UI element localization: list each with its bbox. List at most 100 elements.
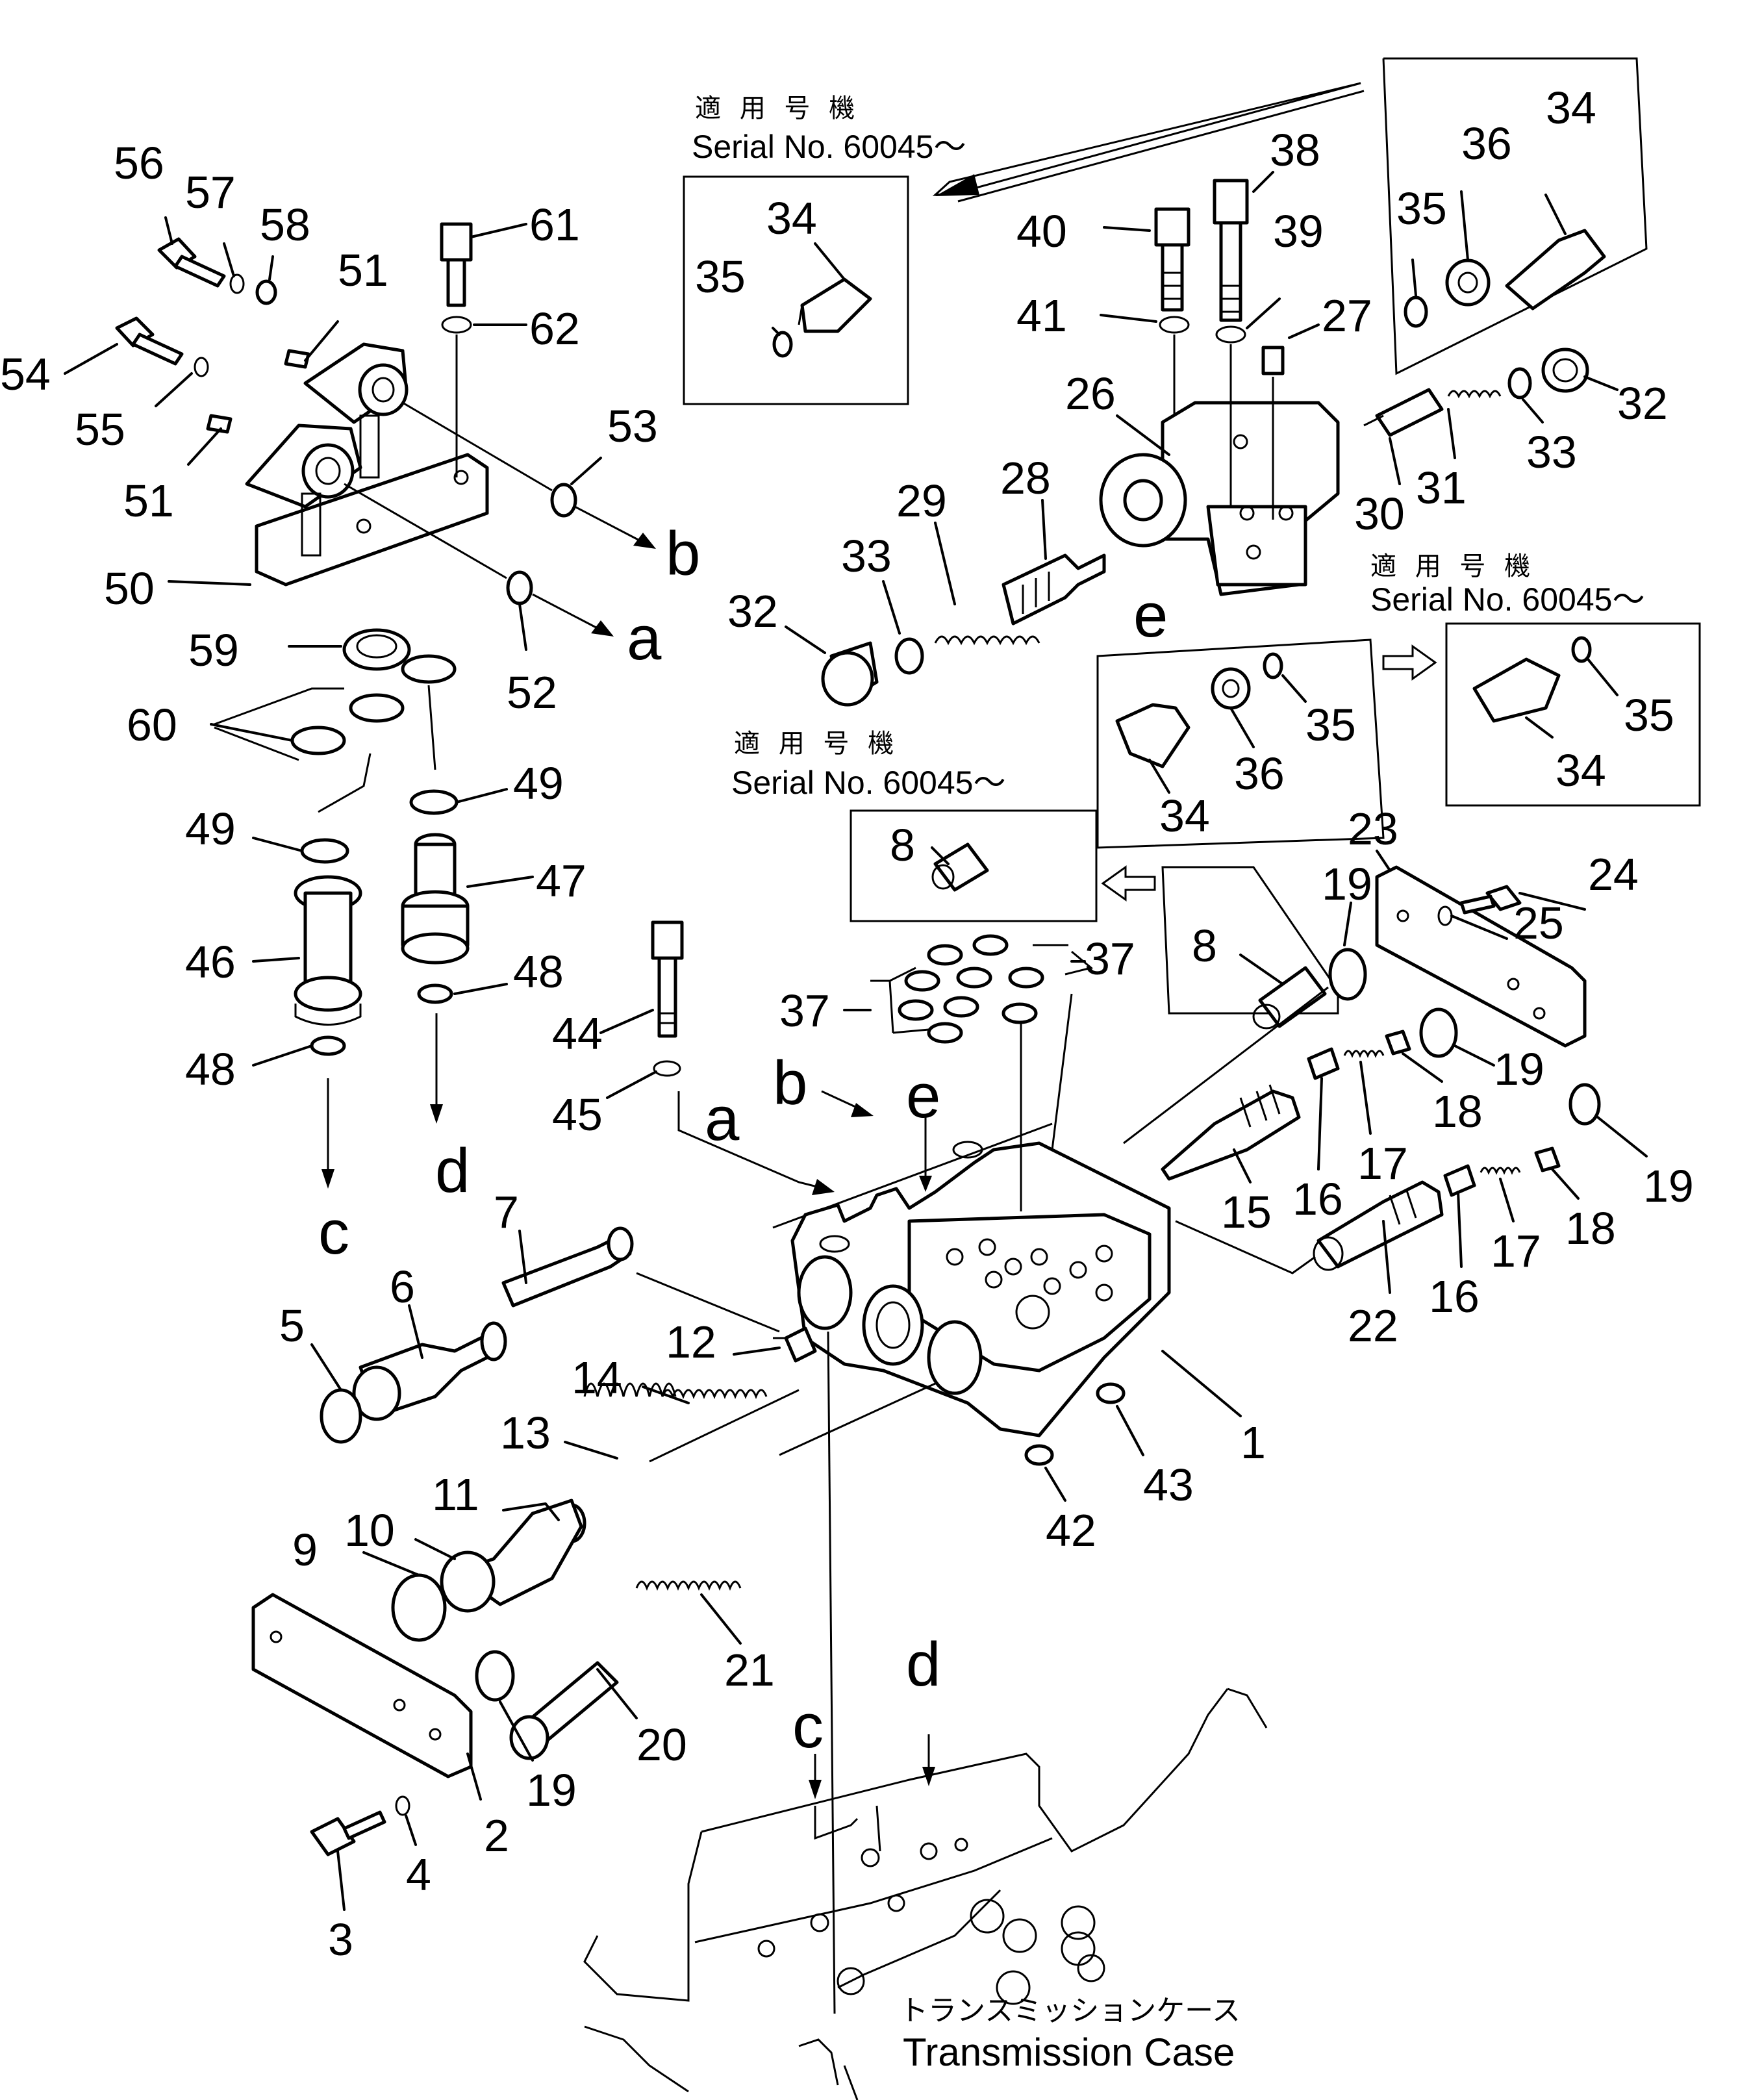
- callout-51-a: 51: [338, 245, 388, 296]
- callout-55: 55: [75, 404, 125, 455]
- callout-5: 5: [279, 1300, 305, 1351]
- callout-34-inset-a: 34: [766, 193, 817, 244]
- piston-10: [440, 1499, 583, 1613]
- callout-22: 22: [1348, 1300, 1398, 1351]
- serial-note-text: Serial No. 60045～: [731, 765, 1005, 801]
- serial-note-jp: 適 用 号 機: [1370, 551, 1535, 581]
- callout-59: 59: [188, 625, 239, 676]
- ring-19-b: [1419, 1007, 1458, 1058]
- callout-23: 23: [1348, 803, 1398, 854]
- cover-2: [251, 1593, 473, 1778]
- callout-47: 47: [536, 855, 586, 906]
- washer-45: [653, 1060, 681, 1077]
- letter-c-bottom: c: [792, 1691, 824, 1761]
- plug-32-top-left: [821, 641, 879, 707]
- callout-53: 53: [607, 401, 658, 451]
- callout-12: 12: [666, 1317, 716, 1367]
- serial-note-text: Serial No. 60045～: [1370, 581, 1644, 618]
- plug-8-inset: [931, 842, 989, 892]
- callout-54: 54: [0, 349, 51, 399]
- callout-32-b: 32: [1617, 378, 1668, 429]
- nut-36-inset-b: [1211, 667, 1251, 710]
- ring-49-left: [300, 838, 349, 864]
- callout-13: 13: [500, 1408, 551, 1458]
- sleeve-47: [401, 833, 470, 965]
- plug-18-a: [1385, 1030, 1411, 1056]
- callout-33-b: 33: [1526, 427, 1577, 477]
- leader-lines: [64, 171, 1648, 1911]
- valve-body-26: [1099, 401, 1340, 596]
- valve-body-1: [790, 1141, 1171, 1437]
- spring-16-a: [1307, 1047, 1340, 1080]
- callout-37-left: 37: [779, 985, 830, 1036]
- callout-18-a: 18: [1432, 1086, 1483, 1137]
- callout-16-a: 16: [1292, 1174, 1343, 1224]
- callout-30: 30: [1354, 488, 1405, 539]
- ring-60-b: [349, 693, 405, 723]
- ring-43: [1096, 1382, 1126, 1404]
- sleeve-46: [294, 875, 362, 1026]
- callout-19-c: 19: [1643, 1161, 1694, 1211]
- callout-57: 57: [185, 167, 236, 218]
- callout-61: 61: [529, 199, 580, 250]
- plug-18-b: [1534, 1146, 1561, 1172]
- callout-50: 50: [104, 563, 155, 614]
- callout-36-inset-b: 36: [1234, 748, 1285, 799]
- callout-27: 27: [1322, 290, 1372, 341]
- washer-4: [395, 1795, 410, 1816]
- callout-8-inset: 8: [890, 820, 915, 870]
- callout-19-a: 19: [1322, 859, 1372, 909]
- callout-58: 58: [260, 199, 310, 250]
- callout-20: 20: [636, 1719, 687, 1770]
- letter-a-top: a: [627, 603, 662, 673]
- ring-33-left: [894, 637, 924, 675]
- spring-31: [1447, 390, 1502, 399]
- letter-b-body: b: [773, 1048, 807, 1118]
- bolt-56: [157, 237, 226, 288]
- cover-50: [245, 342, 489, 587]
- elbow-34-top: [1505, 229, 1606, 310]
- callout-4: 4: [406, 1849, 431, 1900]
- bolt-24: [1459, 885, 1522, 915]
- callout-48-right: 48: [513, 946, 564, 997]
- callout-48-left: 48: [185, 1044, 236, 1094]
- callout-34-inset-c: 34: [1556, 745, 1606, 796]
- callout-9: 9: [292, 1524, 318, 1575]
- rings-37: [898, 934, 1044, 1044]
- ring-35-top: [1404, 296, 1428, 328]
- plug-59: [342, 628, 411, 671]
- washer-39: [1215, 325, 1246, 344]
- letter-d-left: d: [435, 1136, 470, 1206]
- callout-3: 3: [328, 1914, 353, 1965]
- callout-15: 15: [1221, 1187, 1272, 1237]
- arrow-to-serial-box: [932, 82, 1365, 203]
- sleeve-20: [509, 1661, 619, 1760]
- callout-11: 11: [432, 1469, 479, 1520]
- callout-37-right: 37: [1085, 933, 1135, 984]
- callout-49-left: 49: [185, 803, 236, 854]
- letter-d-bottom: d: [906, 1630, 940, 1699]
- hollow-arrow-right: [1382, 644, 1437, 681]
- callout-52: 52: [507, 667, 557, 718]
- callout-14: 14: [572, 1352, 622, 1403]
- callout-35-inset-b: 35: [1305, 700, 1356, 750]
- elbow-34-inset-c: [1472, 657, 1561, 723]
- callout-42: 42: [1046, 1505, 1096, 1556]
- ring-48-left: [310, 1035, 346, 1056]
- callout-62: 62: [529, 303, 580, 354]
- letter-a-body: a: [705, 1084, 740, 1154]
- spool-15: [1161, 1084, 1301, 1181]
- ring-42: [1024, 1444, 1054, 1466]
- callout-18-b: 18: [1565, 1203, 1616, 1254]
- connection-letters: a b a b e e c d c d: [318, 519, 1168, 1761]
- callout-44: 44: [552, 1008, 603, 1059]
- bolt-44: [651, 920, 684, 1038]
- plug-32-right: [1541, 348, 1589, 393]
- serial-box-mid-left: 適 用 号 機 Serial No. 60045～: [731, 729, 1098, 922]
- fitting-30: [1363, 388, 1444, 437]
- callout-16-b: 16: [1429, 1271, 1480, 1322]
- callout-21: 21: [724, 1645, 775, 1695]
- callout-19-b: 19: [1494, 1044, 1544, 1094]
- nipple-27: [1261, 346, 1285, 375]
- callout-49-right: 49: [513, 758, 564, 809]
